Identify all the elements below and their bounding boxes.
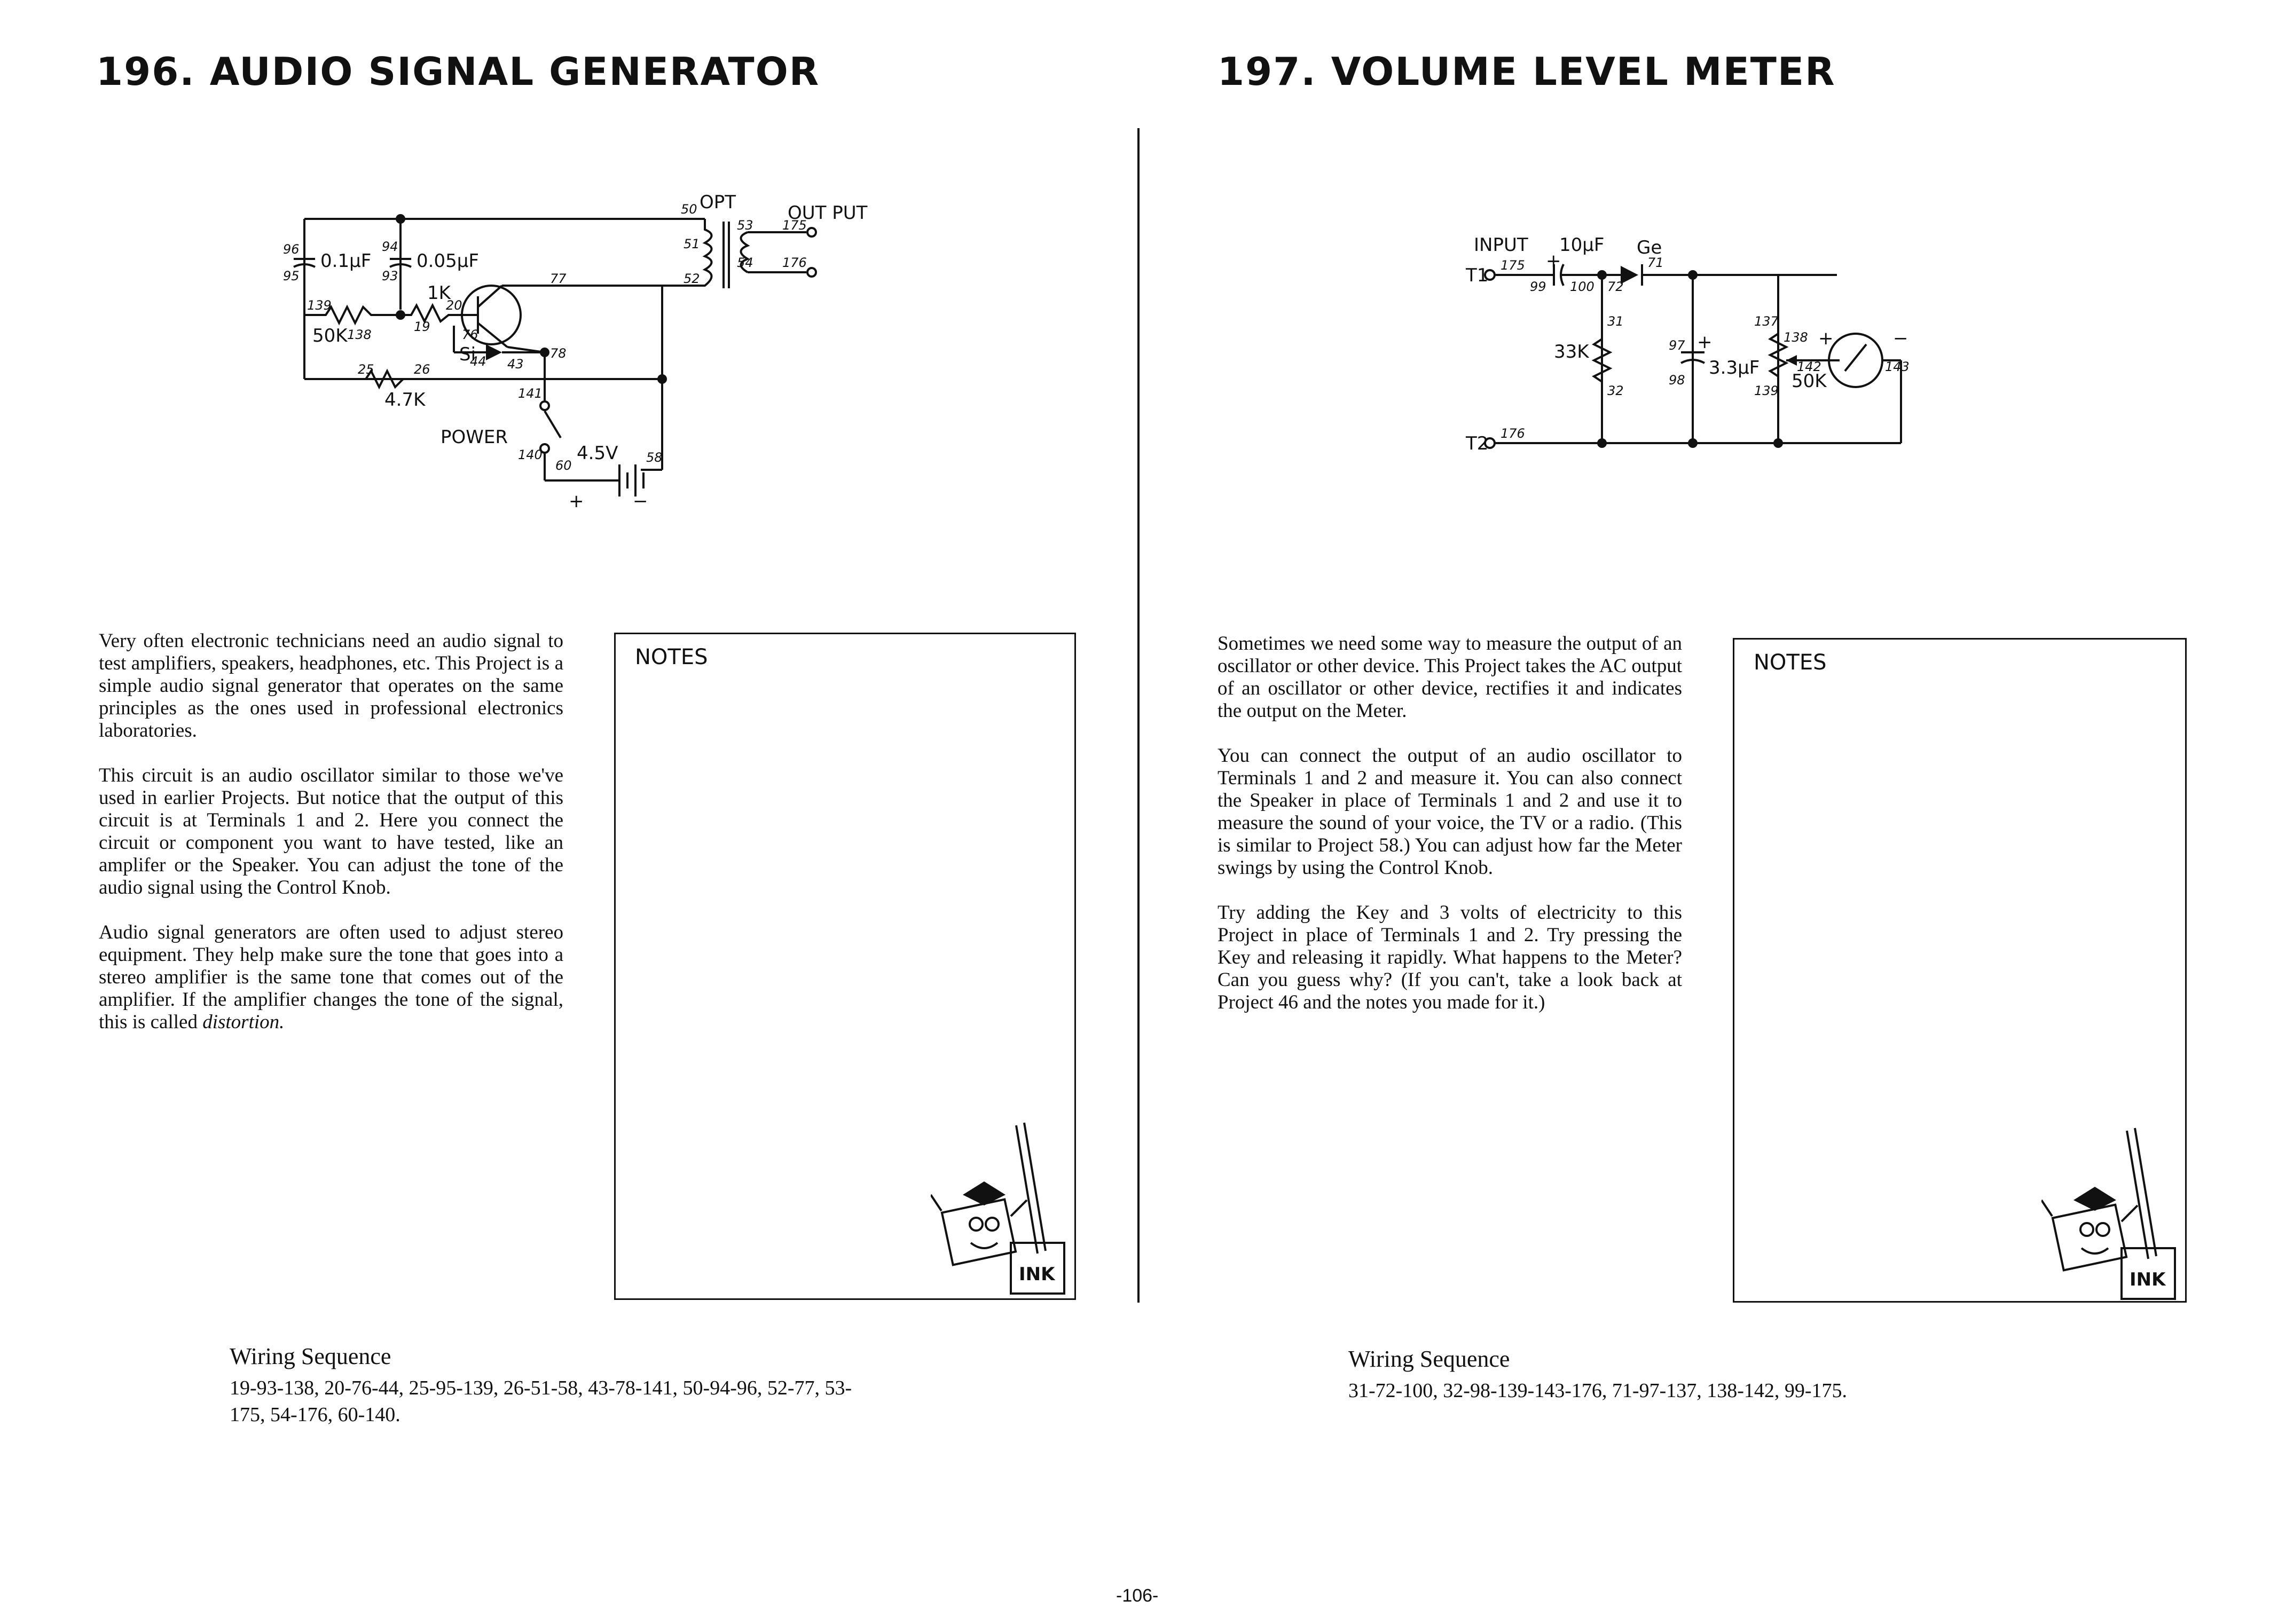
- left-paragraph-3: Audio signal generators are often used t…: [99, 921, 563, 1034]
- volume-meter-schematic: INPUT T1 T2 10µF + Ge 33K 3.3µF + 50K + …: [1465, 234, 1910, 454]
- resistor-50k-label: 50K: [312, 325, 348, 346]
- diode-si-label: Si: [459, 344, 476, 365]
- cap-10uf-plus: +: [1546, 250, 1561, 272]
- mascot-ink-text: INK: [2130, 1269, 2166, 1290]
- node-label: 139: [1754, 383, 1779, 398]
- left-paragraph-3-text: Audio signal generators are often used t…: [99, 921, 563, 1033]
- node-label: 93: [382, 269, 398, 283]
- node-label: 31: [1607, 314, 1624, 329]
- node-label: 139: [307, 298, 332, 313]
- left-body-text: Very often electronic technicians need a…: [99, 630, 563, 1056]
- node-label: 32: [1607, 383, 1624, 398]
- output-label: OUT PUT: [788, 202, 868, 224]
- battery-plus: +: [569, 491, 584, 512]
- node-label: 53: [737, 218, 753, 233]
- node-label: 77: [550, 271, 567, 286]
- left-notes-box[interactable]: NOTES INK: [614, 633, 1076, 1300]
- node-label: 94: [382, 239, 398, 254]
- right-wiring-line-1: 31-72-100, 32-98-139-143-176, 71-97-137,…: [1348, 1379, 1848, 1402]
- node-label: 140: [518, 447, 543, 462]
- left-wiring-line-1: 19-93-138, 20-76-44, 25-95-139, 26-51-58…: [230, 1377, 852, 1399]
- cap-0.1uf-label: 0.1µF: [320, 250, 371, 272]
- node-label: 100: [1570, 279, 1594, 294]
- node-label: 43: [507, 357, 524, 372]
- node-label: 71: [1647, 255, 1664, 270]
- right-paragraph-3: Try adding the Key and 3 volts of electr…: [1217, 902, 1682, 1013]
- right-wiring-heading: Wiring Sequence: [1348, 1346, 1510, 1372]
- node-label: 99: [1530, 279, 1546, 294]
- right-paragraph-1: Sometimes we need some way to measure th…: [1217, 633, 1682, 722]
- left-wiring-sequence: 19-93-138, 20-76-44, 25-95-139, 26-51-58…: [230, 1375, 977, 1428]
- resistor-33k-label: 33K: [1554, 341, 1590, 362]
- node-label: 25: [358, 362, 374, 377]
- node-label: 176: [782, 255, 807, 270]
- node-label: 19: [414, 319, 430, 334]
- left-wiring-heading: Wiring Sequence: [230, 1343, 391, 1369]
- right-notes-label: NOTES: [1754, 650, 1827, 675]
- node-label: 175: [782, 218, 807, 233]
- mascot-ink-text: INK: [1019, 1264, 1056, 1285]
- input-label: INPUT: [1474, 234, 1528, 256]
- node-label: 44: [470, 354, 486, 369]
- node-label: 78: [550, 346, 567, 361]
- node-label: 52: [684, 271, 700, 286]
- node-label: 26: [414, 362, 430, 377]
- cap-10uf-label: 10µF: [1559, 234, 1604, 256]
- battery-minus: −: [633, 491, 648, 512]
- opt-label: OPT: [700, 192, 736, 213]
- battery-label: 4.5V: [577, 443, 618, 464]
- left-notes-label: NOTES: [635, 645, 708, 669]
- node-label: 95: [283, 269, 300, 283]
- node-label: 96: [283, 242, 300, 257]
- page-divider: [1137, 128, 1140, 1303]
- node-label: 141: [518, 386, 543, 401]
- cap-3.3uf-label: 3.3µF: [1709, 357, 1759, 379]
- resistor-1k-label: 1K: [427, 282, 452, 304]
- power-label: POWER: [441, 427, 508, 448]
- node-label: 50: [681, 202, 697, 217]
- node-label: 58: [646, 450, 663, 465]
- meter-plus: +: [1818, 328, 1834, 349]
- right-notes-box[interactable]: NOTES INK: [1733, 638, 2187, 1303]
- right-wiring-sequence: 31-72-100, 32-98-139-143-176, 71-97-137,…: [1348, 1377, 2149, 1404]
- node-label: 137: [1754, 314, 1779, 329]
- left-page-title: 196. AUDIO SIGNAL GENERATOR: [96, 49, 820, 94]
- node-label: 143: [1885, 359, 1910, 374]
- node-label: 176: [1501, 426, 1525, 441]
- node-label: 72: [1607, 279, 1624, 294]
- node-label: 54: [737, 255, 753, 270]
- node-label: 97: [1669, 338, 1685, 353]
- left-paragraph-3-italic: distortion.: [202, 1011, 285, 1033]
- resistor-4.7k-label: 4.7K: [384, 389, 426, 411]
- node-label: 175: [1501, 258, 1525, 273]
- diode-ge-label: Ge: [1637, 237, 1662, 258]
- page-number: -106-: [1116, 1586, 1159, 1606]
- node-label: 138: [347, 327, 372, 342]
- ink-mascot-illustration: INK: [2041, 1128, 2176, 1300]
- cap-3.3uf-plus: +: [1697, 332, 1713, 353]
- right-body-text: Sometimes we need some way to measure th…: [1217, 633, 1682, 1036]
- left-paragraph-2: This circuit is an audio oscillator simi…: [99, 764, 563, 898]
- right-paragraph-2: You can connect the output of an audio o…: [1217, 745, 1682, 879]
- node-label: 142: [1797, 359, 1821, 374]
- left-paragraph-1: Very often electronic technicians need a…: [99, 630, 563, 742]
- node-label: 20: [446, 298, 462, 313]
- left-wiring-line-2: 175, 54-176, 60-140.: [230, 1404, 400, 1426]
- meter-minus: −: [1893, 328, 1908, 349]
- node-label: 76: [462, 327, 478, 342]
- node-label: 138: [1784, 330, 1808, 345]
- node-label: 98: [1669, 373, 1685, 388]
- node-label: 60: [555, 458, 572, 473]
- audio-generator-schematic: 0.1µF 0.05µF 1K 50K 4.7K Si POWER 4.5V O…: [283, 192, 868, 512]
- pot-50k-label: 50K: [1792, 370, 1827, 392]
- ink-mascot-illustration: INK: [931, 1122, 1065, 1295]
- right-page-title: 197. VOLUME LEVEL METER: [1217, 49, 1836, 94]
- cap-0.05uf-label: 0.05µF: [417, 250, 479, 272]
- t1-label: T1: [1465, 265, 1488, 286]
- t2-label: T2: [1465, 433, 1488, 454]
- node-label: 51: [684, 236, 700, 251]
